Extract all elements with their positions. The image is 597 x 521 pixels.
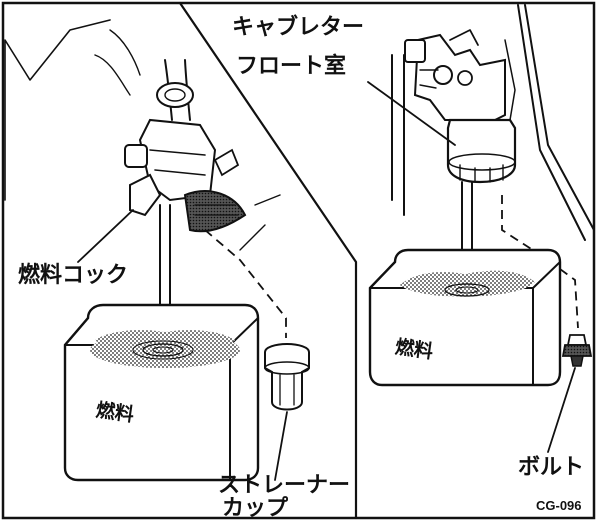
left-panel: 燃料 bbox=[4, 19, 310, 482]
bolt-label: ボルト bbox=[518, 455, 584, 480]
strainer-cup-label-line1: ストレーナー bbox=[218, 473, 350, 498]
float-chamber-leader bbox=[367, 81, 456, 146]
carburetor bbox=[404, 29, 517, 184]
fuel-label-right: 燃料 bbox=[394, 335, 435, 363]
strainer-cup-leader bbox=[274, 411, 288, 481]
fuel-label-left: 燃料 bbox=[95, 398, 136, 426]
fuel-cock bbox=[124, 118, 247, 233]
bolt-leader bbox=[547, 367, 576, 453]
panel-divider bbox=[178, 1, 358, 520]
strainer-guide-line bbox=[204, 229, 287, 338]
fuel-cock-label: 燃料コック bbox=[18, 262, 128, 288]
fuel-cock-leader bbox=[77, 209, 134, 263]
strainer-cup-label-line2: カップ bbox=[222, 496, 289, 521]
drain-bolt bbox=[561, 334, 593, 367]
carburetor-label-line1: キャブレター bbox=[232, 14, 364, 40]
right-panel: 燃料 bbox=[367, 4, 595, 453]
bolt-guide-line bbox=[501, 195, 579, 329]
strainer-cup bbox=[264, 343, 310, 411]
figure-code: CG-096 bbox=[536, 498, 582, 513]
carburetor-label-line2: フロート室 bbox=[236, 53, 346, 79]
fuel-container-left: 燃料 bbox=[63, 303, 260, 482]
fuel-container-right: 燃料 bbox=[368, 248, 562, 387]
